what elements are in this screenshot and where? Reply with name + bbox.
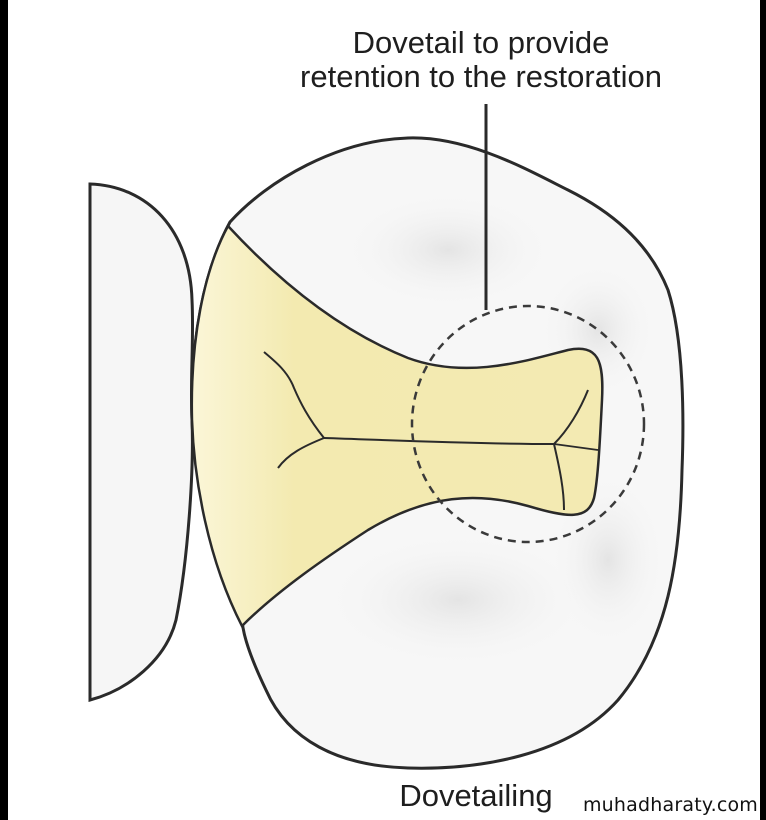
dovetail-highlight-circle bbox=[410, 304, 646, 544]
fissure-line bbox=[553, 389, 589, 445]
watermark: muhadharaty.com bbox=[576, 793, 760, 818]
fissure-line bbox=[323, 437, 555, 445]
adjacent-tooth bbox=[88, 182, 195, 702]
callout-line-2: retention to the restoration bbox=[300, 59, 662, 94]
crown-shading bbox=[318, 530, 598, 670]
dovetail-diagram bbox=[88, 104, 685, 770]
fissure-line bbox=[277, 437, 325, 469]
crown-shading bbox=[338, 190, 558, 310]
figure-frame: Dovetail to provide retention to the res… bbox=[8, 0, 760, 820]
fissure-line bbox=[553, 443, 565, 511]
fissure-line bbox=[553, 443, 599, 451]
fissure-line bbox=[263, 351, 325, 439]
callout-label: Dovetail to provide retention to the res… bbox=[266, 26, 696, 94]
restoration bbox=[190, 223, 604, 629]
figure-caption: Dovetailing bbox=[399, 778, 553, 813]
callout-line-1: Dovetail to provide bbox=[352, 25, 610, 60]
